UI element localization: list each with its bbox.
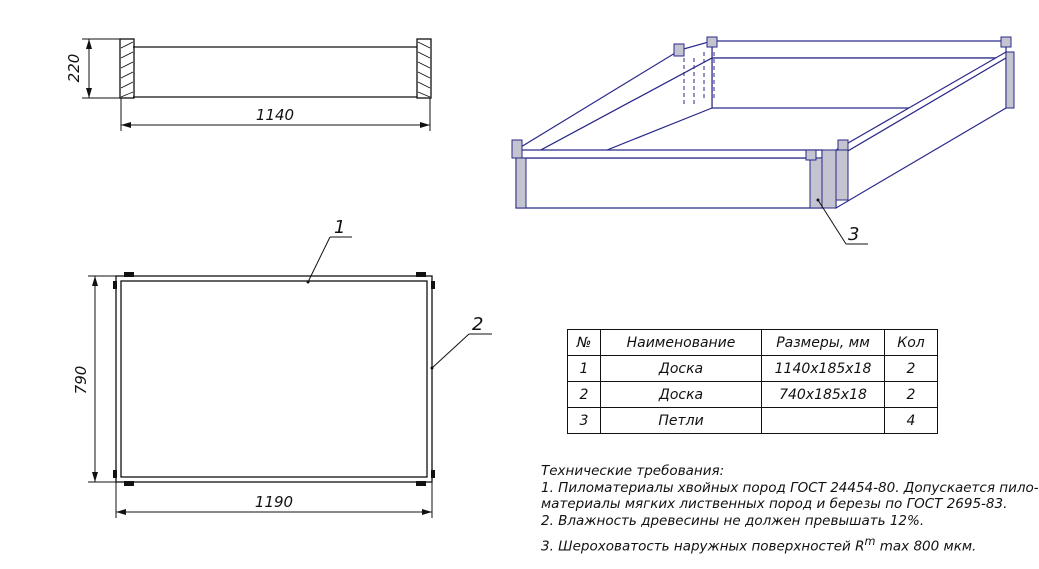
col-qty: Кол [884,329,938,356]
dim-front-width: 1140 [256,106,294,124]
isometric-view: 3 [511,36,1015,245]
table-header-row: № Наименование Размеры, мм Кол [567,329,938,356]
front-view: 220 1140 [65,38,432,131]
table-row: 3 Петли 4 [567,407,938,434]
note-line-4: 3. Шероховатость наружных поверхностей R… [541,534,1011,555]
cell-number: 3 [567,407,601,434]
cell-name: Доска [600,381,762,408]
note-line-3: 2. Влажность древесины не должен превыша… [541,512,925,529]
front-right-hatch [417,41,431,98]
specification-table: № Наименование Размеры, мм Кол 1 Доска 1… [567,329,938,434]
note-line-4-prefix: 3. Шероховатость наружных поверхностей R [541,538,865,555]
cell-name: Петли [600,407,762,434]
callout-3: 3 [848,224,859,245]
cell-qty: 2 [884,381,938,408]
front-left-hatch [120,41,134,98]
cell-number: 1 [567,355,601,382]
col-number: № [567,329,601,356]
note-line-4-sup: m [864,535,876,548]
dim-plan-width: 1190 [255,493,293,511]
cell-number: 2 [567,381,601,408]
cell-name: Доска [600,355,762,382]
note-line-4-suffix: max 800 мкм. [875,538,977,555]
plan-view: 790 1190 1 2 [72,217,492,518]
table-row: 2 Доска 740х185х18 2 [567,381,938,408]
col-name: Наименование [600,329,762,356]
table-row: 1 Доска 1140х185х18 2 [567,355,938,382]
callout-2: 2 [472,314,483,335]
dim-plan-height: 790 [72,366,90,395]
cell-size: 740х185х18 [761,381,885,408]
callout-1: 1 [334,217,345,238]
cell-size: 1140х185х18 [761,355,885,382]
note-line-2: материалы мягких лиственных пород и бере… [541,496,1008,512]
cell-qty: 2 [884,355,938,382]
note-line-1: 1. Пиломатериалы хвойных пород ГОСТ 2445… [541,479,1039,496]
technical-requirements: Технические требования: 1. Пиломатериалы… [541,463,1039,555]
notes-title: Технические требования: [541,463,725,479]
cell-qty: 4 [884,407,938,434]
cell-size [761,407,885,434]
col-size: Размеры, мм [761,329,885,356]
dim-front-height: 220 [65,54,83,83]
